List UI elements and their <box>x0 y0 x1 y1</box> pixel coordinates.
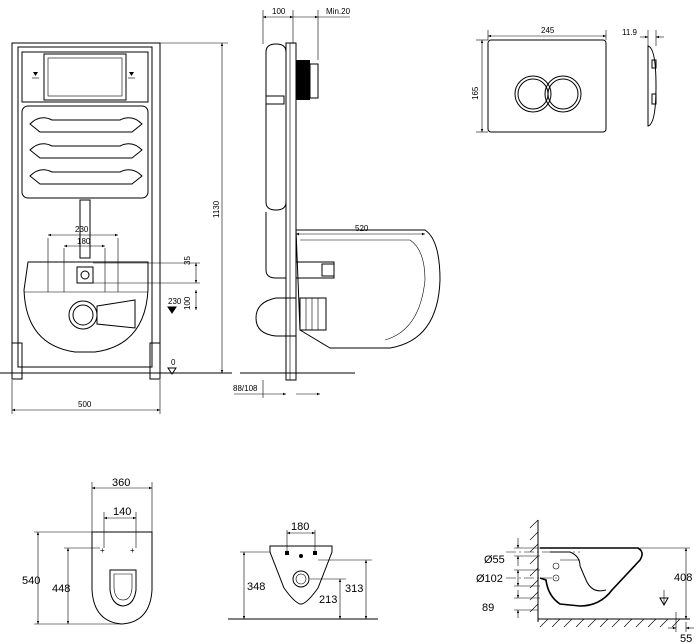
bowl-back-view: 180 348 213 313 <box>228 521 378 620</box>
bolt-mark-left: + <box>100 546 105 555</box>
front-drain-height-label: 100 <box>183 296 192 310</box>
bowl-top-length-label: 540 <box>22 575 40 587</box>
bowl-side-outlet-height-label: 89 <box>482 602 494 614</box>
plate-height-label: 165 <box>471 86 480 100</box>
side-top-depth-label: 100 <box>272 7 286 16</box>
bowl-side-outlet-diameter-label: Ø102 <box>476 573 503 585</box>
front-pipe-offset-label: 35 <box>183 256 192 265</box>
side-bottom-depth-label: 88/108 <box>233 384 258 393</box>
side-bowl-length-label: 520 <box>355 224 369 233</box>
bolt-mark-right: + <box>130 546 135 555</box>
bowl-top-width-label: 360 <box>112 477 130 489</box>
bowl-top-bolt-spacing-label: 140 <box>113 506 131 518</box>
front-height-label: 1130 <box>212 200 221 218</box>
bowl-top-view: + + 360 140 540 448 <box>22 477 153 625</box>
bowl-side-offset-label: 55 <box>680 633 692 643</box>
bowl-top-bolt-distance-label: 448 <box>52 583 70 595</box>
front-width-label: 500 <box>78 400 92 409</box>
bowl-back-inlet-height-label: 313 <box>345 583 363 595</box>
front-pipe-inner-label: 180 <box>77 237 91 246</box>
bowl-back-height-label: 348 <box>247 581 265 593</box>
bowl-side-view: Ø55 Ø102 89 408 55 <box>476 519 694 643</box>
plate-width-label: 245 <box>541 26 555 35</box>
front-drain-spacing-label: 230 <box>168 297 182 306</box>
plate-thickness-label: 11.9 <box>622 28 638 37</box>
side-view-frame: 100 Min.20 520 88/108 <box>233 7 441 398</box>
bowl-side-height-label: 408 <box>674 572 692 584</box>
bowl-back-drain-height-label: 213 <box>319 594 337 606</box>
bowl-side-inlet-diameter-label: Ø55 <box>484 554 505 566</box>
flush-plate-view: 245 165 11.9 <box>471 26 664 133</box>
bowl-back-bolt-spacing-label: 180 <box>291 521 309 533</box>
front-pipe-spacing-label: 230 <box>75 225 89 234</box>
front-view-frame: 230 180 35 100 230 0 1130 500 <box>0 42 232 414</box>
side-top-gap-label: Min.20 <box>326 7 351 16</box>
front-floor-label: 0 <box>171 358 176 367</box>
